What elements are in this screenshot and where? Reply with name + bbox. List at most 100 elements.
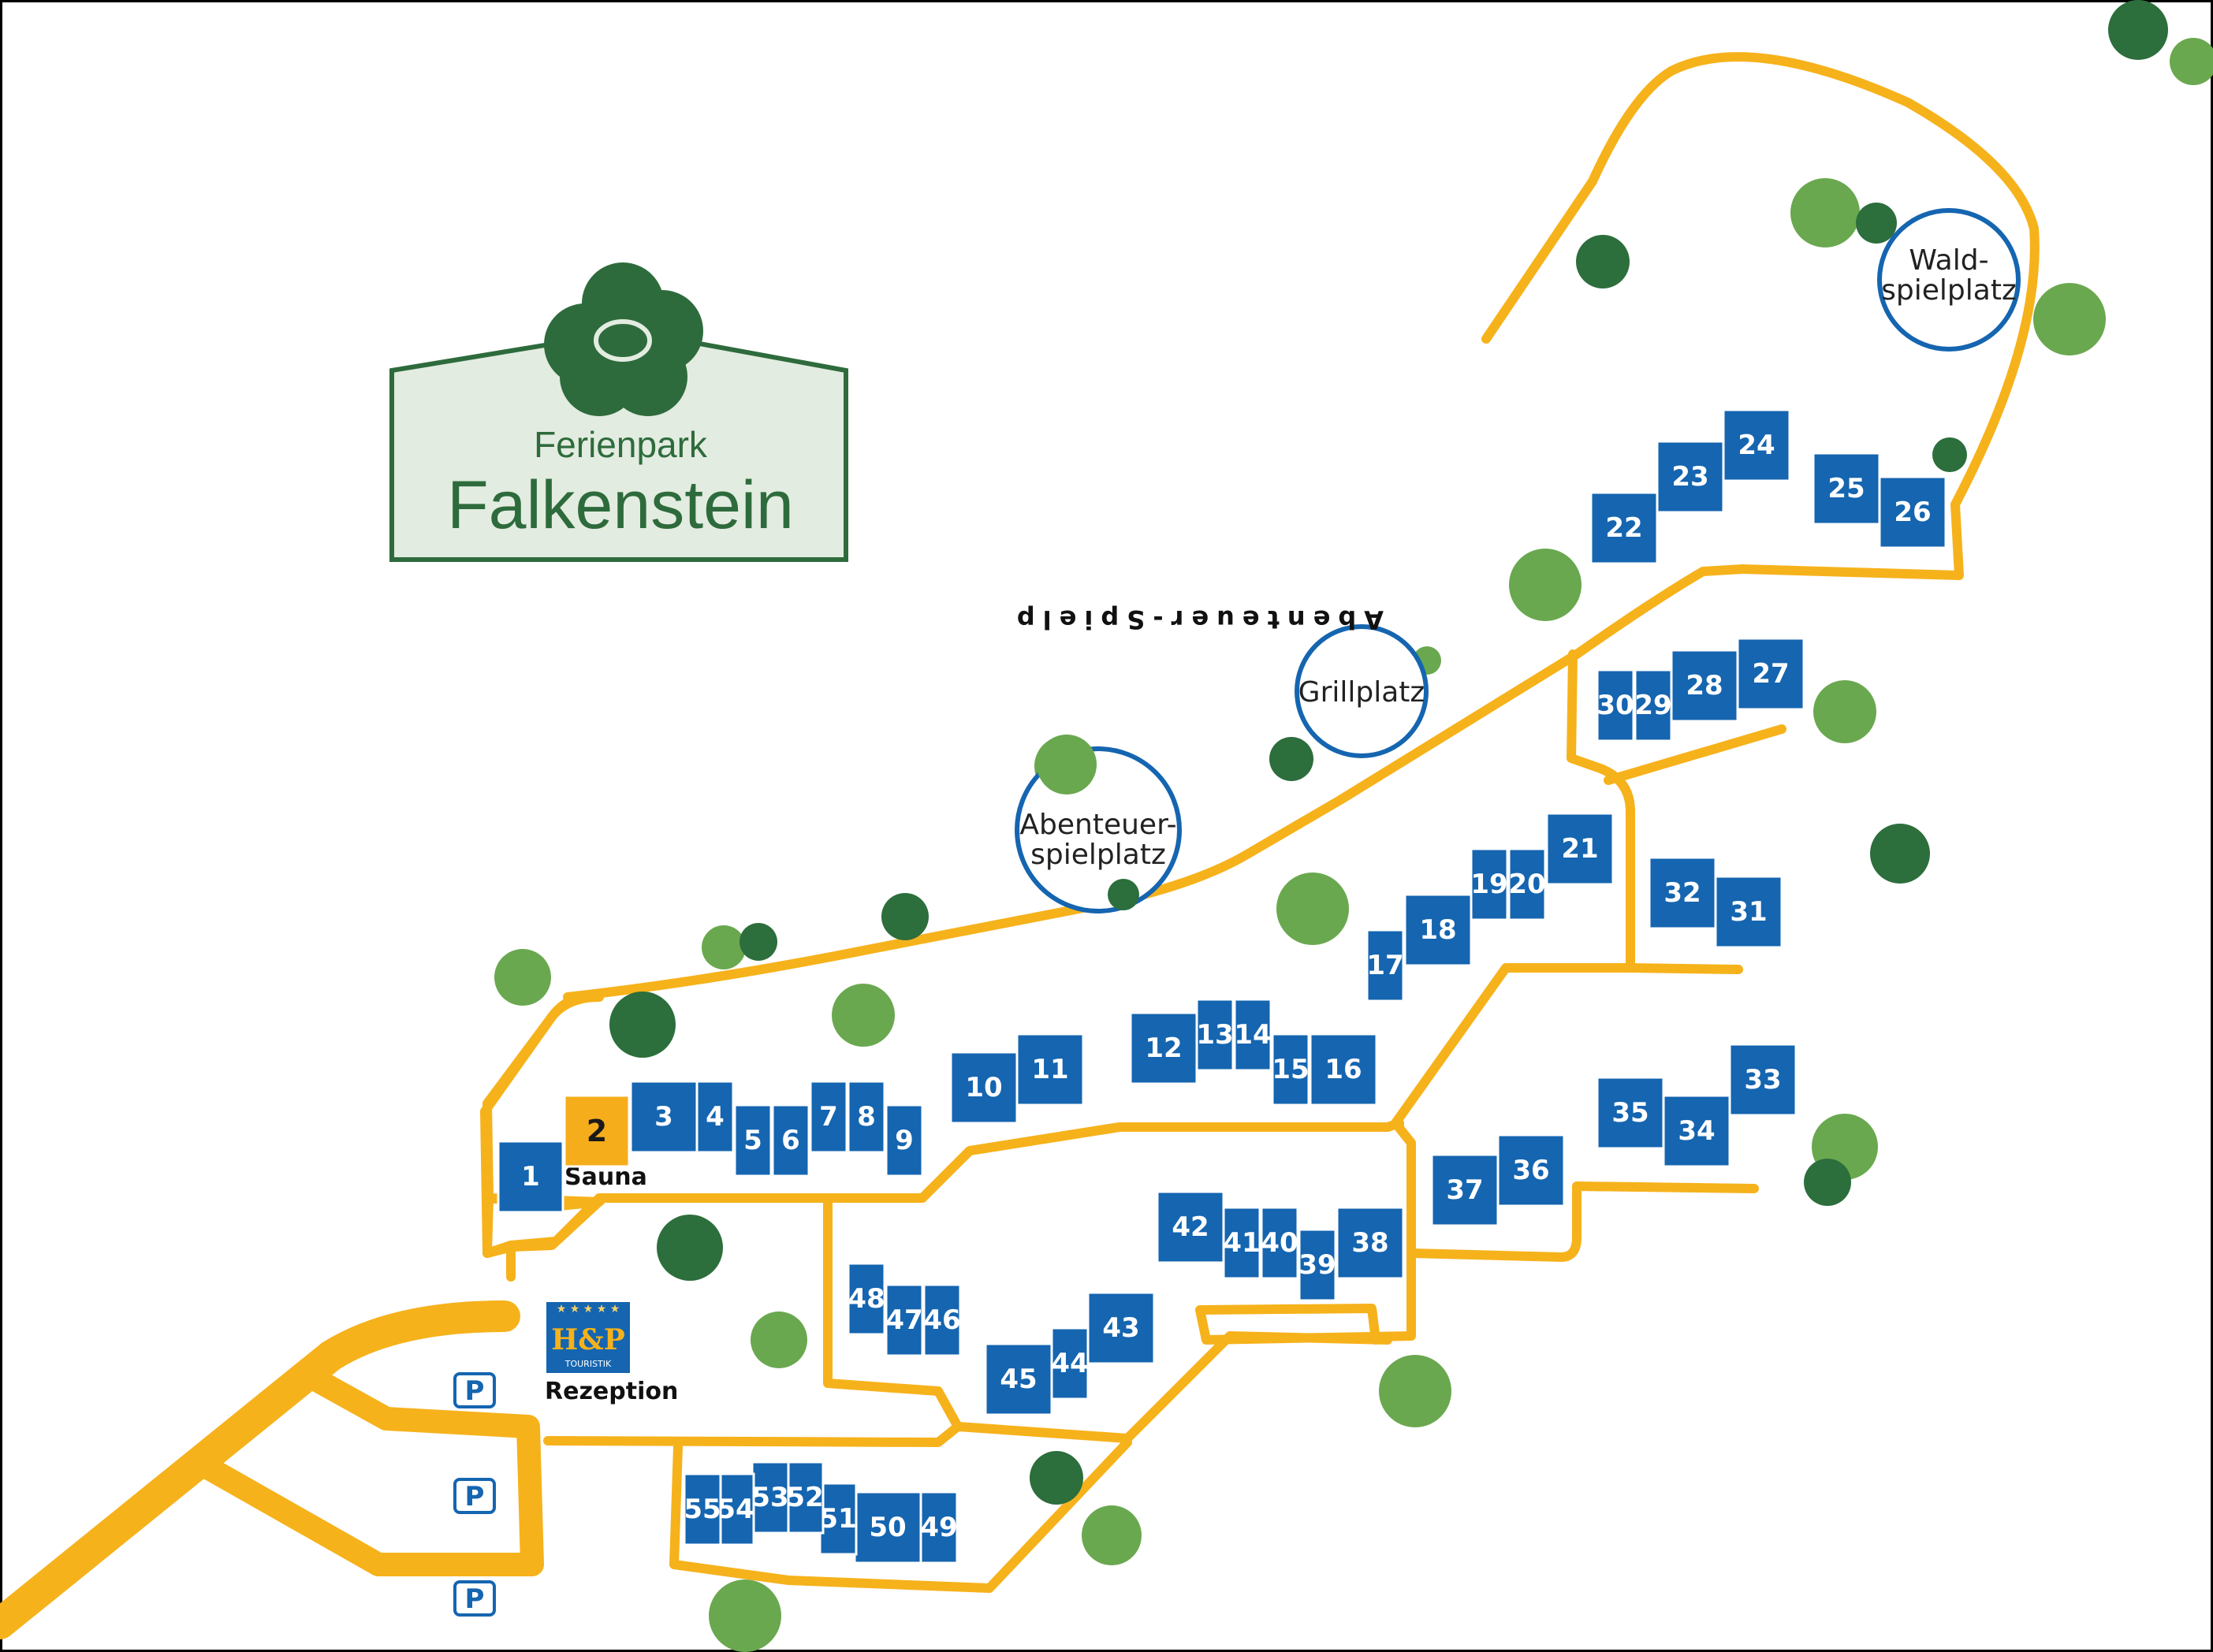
- house-15[interactable]: 15: [1271, 1032, 1310, 1107]
- house-47[interactable]: 47: [885, 1283, 924, 1357]
- forest-playground-circle: [1877, 208, 2021, 352]
- grill-circle: [1295, 624, 1429, 758]
- house-12[interactable]: 12: [1129, 1011, 1198, 1085]
- house-number: 3: [654, 1101, 673, 1133]
- house-number: 10: [965, 1072, 1002, 1103]
- house-42[interactable]: 42: [1156, 1190, 1225, 1264]
- house-number: 24: [1738, 430, 1775, 461]
- house-8[interactable]: 8: [847, 1080, 886, 1154]
- path-west-south: [823, 1197, 963, 1431]
- tree: [2108, 0, 2168, 60]
- house-49[interactable]: 49: [919, 1490, 959, 1565]
- house-22[interactable]: 22: [1589, 491, 1659, 565]
- flower-center-icon: [594, 319, 652, 362]
- tree: [1804, 1159, 1851, 1206]
- house-box: [1195, 998, 1235, 1072]
- house-number: 16: [1324, 1054, 1362, 1085]
- house-7[interactable]: 7: [809, 1080, 848, 1154]
- house-box: [1596, 1076, 1665, 1150]
- house-5[interactable]: 5: [733, 1103, 773, 1178]
- house-4[interactable]: 4: [695, 1080, 735, 1154]
- house-10[interactable]: 10: [949, 1051, 1019, 1125]
- house-16[interactable]: 16: [1309, 1032, 1378, 1107]
- house-13[interactable]: 13: [1195, 998, 1235, 1072]
- house-number: 19: [1470, 869, 1507, 900]
- house-6[interactable]: 6: [771, 1103, 810, 1178]
- tree: [1932, 437, 1967, 472]
- house-2[interactable]: 2: [563, 1094, 631, 1168]
- house-28[interactable]: 28: [1670, 649, 1739, 723]
- tree: [740, 923, 777, 961]
- house-27[interactable]: 27: [1736, 637, 1805, 711]
- house-number: 47: [885, 1304, 922, 1336]
- house-54[interactable]: 54: [716, 1472, 755, 1546]
- house-box: [984, 1342, 1053, 1416]
- house-53[interactable]: 53: [751, 1460, 790, 1535]
- house-44[interactable]: 44: [1050, 1326, 1090, 1401]
- house-48[interactable]: 48: [847, 1262, 886, 1336]
- house-51[interactable]: 51: [818, 1482, 858, 1556]
- house-box: [1129, 1011, 1198, 1085]
- brand-line-2: Falkenstein: [447, 467, 794, 543]
- house-18[interactable]: 18: [1403, 893, 1473, 967]
- house-box: [1309, 1032, 1378, 1107]
- house-31[interactable]: 31: [1714, 875, 1783, 949]
- house-21[interactable]: 21: [1545, 812, 1615, 886]
- house-29[interactable]: 29: [1634, 668, 1673, 742]
- house-box: [1156, 1190, 1225, 1264]
- house-43[interactable]: 43: [1086, 1291, 1156, 1365]
- tree: [609, 992, 676, 1058]
- house-36[interactable]: 36: [1496, 1133, 1566, 1207]
- house-box: [1470, 847, 1509, 921]
- house-9[interactable]: 9: [885, 1103, 924, 1178]
- house-14[interactable]: 14: [1233, 998, 1272, 1072]
- house-30[interactable]: 30: [1596, 668, 1635, 742]
- house-box: [1714, 875, 1783, 949]
- house-box: [563, 1094, 631, 1168]
- house-25[interactable]: 25: [1812, 452, 1881, 526]
- house-41[interactable]: 41: [1222, 1206, 1261, 1280]
- house-box: [1648, 856, 1717, 930]
- house-26[interactable]: 26: [1878, 475, 1947, 549]
- tree: [1082, 1505, 1142, 1565]
- tree: [1030, 1451, 1083, 1505]
- house-number: 31: [1730, 896, 1767, 928]
- house-19[interactable]: 19: [1470, 847, 1509, 921]
- house-number: 29: [1634, 690, 1671, 721]
- house-38[interactable]: 38: [1336, 1206, 1405, 1280]
- house-number: 22: [1605, 512, 1642, 544]
- house-52[interactable]: 52: [785, 1460, 825, 1535]
- house-box: [1722, 408, 1791, 482]
- house-24[interactable]: 24: [1722, 408, 1791, 482]
- house-50[interactable]: 50: [853, 1490, 922, 1565]
- house-17[interactable]: 17: [1365, 928, 1405, 1003]
- house-20[interactable]: 20: [1507, 847, 1547, 921]
- house-3[interactable]: 3: [629, 1080, 699, 1154]
- house-34[interactable]: 34: [1662, 1094, 1731, 1168]
- house-box: [1015, 1032, 1085, 1107]
- house-46[interactable]: 46: [922, 1283, 962, 1357]
- path-27-spur: [1604, 724, 1786, 785]
- house-35[interactable]: 35: [1596, 1076, 1665, 1150]
- trees-dark: [609, 0, 2168, 1505]
- house-33[interactable]: 33: [1728, 1043, 1798, 1117]
- house-box: [885, 1103, 924, 1178]
- house-37[interactable]: 37: [1430, 1153, 1500, 1227]
- house-45[interactable]: 45: [984, 1342, 1053, 1416]
- house-number: 38: [1351, 1227, 1388, 1259]
- house-40[interactable]: 40: [1260, 1206, 1299, 1280]
- house-box: [818, 1482, 858, 1556]
- house-1[interactable]: 1: [497, 1140, 564, 1214]
- house-11[interactable]: 11: [1015, 1032, 1085, 1107]
- house-55[interactable]: 55: [683, 1472, 722, 1546]
- house-32[interactable]: 32: [1648, 856, 1717, 930]
- house-number: 4: [706, 1101, 725, 1133]
- house-39[interactable]: 39: [1298, 1228, 1337, 1302]
- house-number: 43: [1102, 1312, 1139, 1344]
- house-box: [497, 1140, 564, 1214]
- house-23[interactable]: 23: [1656, 440, 1725, 514]
- house-box: [1545, 812, 1615, 886]
- tree: [1576, 235, 1630, 288]
- tree: [1509, 549, 1582, 621]
- path-west-loop: [480, 992, 604, 1258]
